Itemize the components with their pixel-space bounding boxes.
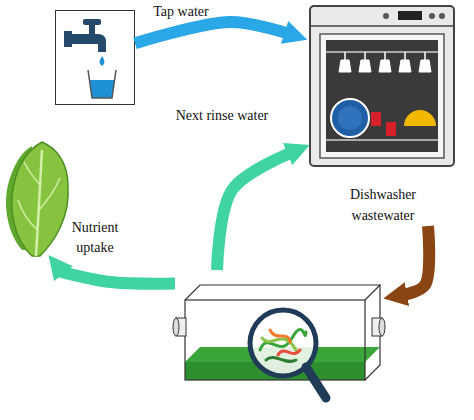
rinse-water-arrow (217, 153, 290, 270)
glass-water (90, 80, 115, 98)
top-rack (326, 51, 438, 53)
front-leaf (12, 142, 68, 256)
glass-outline (88, 70, 116, 98)
wastewater-arrow (405, 226, 430, 295)
display (398, 11, 422, 20)
glass (419, 60, 431, 72)
glass-stem (384, 52, 386, 60)
tank-front (185, 300, 365, 380)
leaf-vein (18, 162, 60, 230)
plate-center (338, 106, 362, 130)
node-caption: Dishwasher wastewater (328, 184, 438, 226)
tap-water-arrow (135, 22, 287, 43)
algae-strands (260, 329, 306, 361)
dishwasher-illustration (310, 6, 454, 166)
bowl (404, 110, 436, 126)
strand (270, 330, 290, 342)
cup (386, 122, 396, 136)
tap-icon (64, 19, 116, 98)
glass (379, 60, 391, 72)
cavity (326, 40, 438, 152)
strand (260, 329, 306, 350)
glass (399, 60, 411, 72)
magnifier-handle (306, 367, 326, 398)
nutrient-arrow (62, 272, 175, 284)
inlet-pipe-end (173, 318, 179, 336)
control-knob (429, 13, 435, 19)
tank-top (185, 285, 380, 300)
door-frame (320, 34, 444, 158)
control-knob (439, 13, 445, 19)
water-drop (100, 56, 105, 66)
lettuce-illustration (6, 142, 68, 256)
outlet-pipe-end (379, 318, 385, 336)
glass-stem (364, 52, 366, 60)
plate (331, 99, 369, 137)
tap-handle (83, 19, 101, 25)
dishwasher-body (310, 6, 454, 166)
glass (359, 60, 371, 72)
control-knob (383, 13, 389, 19)
bottom-rack (326, 139, 438, 141)
glasses (339, 52, 431, 72)
tank-node (175, 270, 385, 405)
lettuce-node (2, 135, 72, 260)
dishwasher-node: Dishwasher wastewater (308, 4, 458, 226)
glass (339, 60, 351, 72)
arrow-label: Next rinse water (170, 106, 274, 126)
cup (371, 112, 381, 126)
control-panel-line (310, 25, 454, 27)
tap-spout (70, 34, 106, 52)
tap-stem (89, 25, 95, 35)
glass-stem (404, 52, 406, 60)
glass-stem (344, 52, 346, 60)
tank-illustration (173, 285, 385, 398)
arrow-label: Nutrient uptake (64, 218, 126, 259)
arrow-label: Tap water (146, 2, 216, 22)
glass-stem (424, 52, 426, 60)
tap-box (55, 10, 135, 105)
strand (278, 350, 300, 355)
leaf-vein (36, 150, 42, 256)
strand (266, 357, 296, 361)
